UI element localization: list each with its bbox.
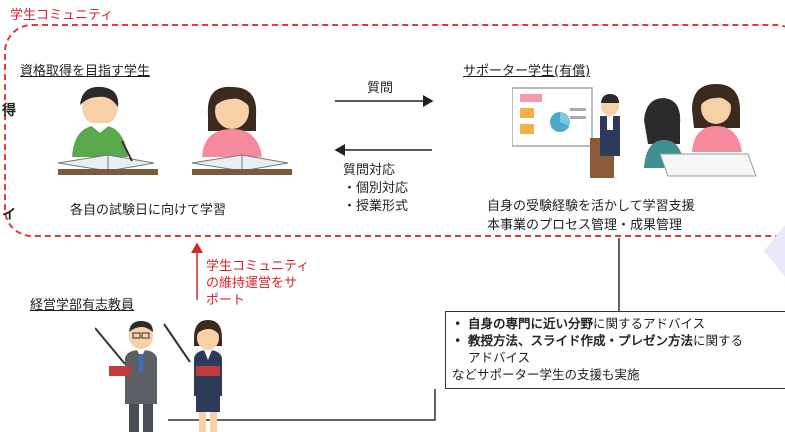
supporters-caption-1: 自身の受験経験を活かして学習支援 xyxy=(487,199,695,214)
faculty-male-illustration xyxy=(95,321,157,432)
response-item-class: ・授業形式 xyxy=(343,199,409,214)
students-heading: 資格取得を目指す学生 xyxy=(20,64,151,79)
advice-footer: などサポーター学生の支援も実施 xyxy=(452,367,640,382)
students-caption: 各自の試験日に向けて学習 xyxy=(70,203,227,218)
student-boy-illustration xyxy=(58,86,158,175)
faculty-heading: 経営学部有志教員 xyxy=(30,298,135,313)
community-boundary xyxy=(4,24,785,237)
faculty-support-note: 学生コミュニティ の維持運営をサ ポート xyxy=(206,258,309,309)
support-note-line-3: ポート xyxy=(206,293,246,308)
edge-fragment-bottom: イ xyxy=(2,207,16,223)
supporter-presentation-illustration xyxy=(512,87,620,178)
advice-item-2-cont: アドバイス xyxy=(468,350,531,365)
supporter-consultation-illustration xyxy=(644,84,756,177)
decor-triangle-right xyxy=(764,225,785,277)
faculty-female-illustration xyxy=(163,320,222,432)
advice-item-2-rest: に関する xyxy=(693,333,744,348)
advice-item-1-bold: 自身の専門に近い分野 xyxy=(468,316,594,331)
community-label: 学生コミュニティ xyxy=(10,8,114,23)
edge-fragment-top: 得 xyxy=(2,103,16,119)
supporters-caption-2: 本事業のプロセス管理・成果管理 xyxy=(487,218,683,233)
response-item-individual: ・個別対応 xyxy=(343,181,409,196)
advice-box: 自身の専門に近い分野に関するアドバイス 教授方法、スライド作成・プレゼン方法に関… xyxy=(445,311,785,389)
support-note-line-1: 学生コミュニティ xyxy=(206,259,310,274)
advice-item-1-rest: に関するアドバイス xyxy=(593,316,706,331)
supporters-heading: サポーター学生(有償) xyxy=(463,64,591,79)
student-girl-illustration xyxy=(191,86,292,175)
advice-item-1: 自身の専門に近い分野に関するアドバイス xyxy=(452,315,783,332)
question-label: 質問 xyxy=(367,81,394,96)
advice-item-2-bold: 教授方法、スライド作成・プレゼン方法 xyxy=(468,333,694,348)
response-title: 質問対応 xyxy=(343,163,396,178)
support-note-line-2: の維持運営をサ xyxy=(206,276,298,291)
